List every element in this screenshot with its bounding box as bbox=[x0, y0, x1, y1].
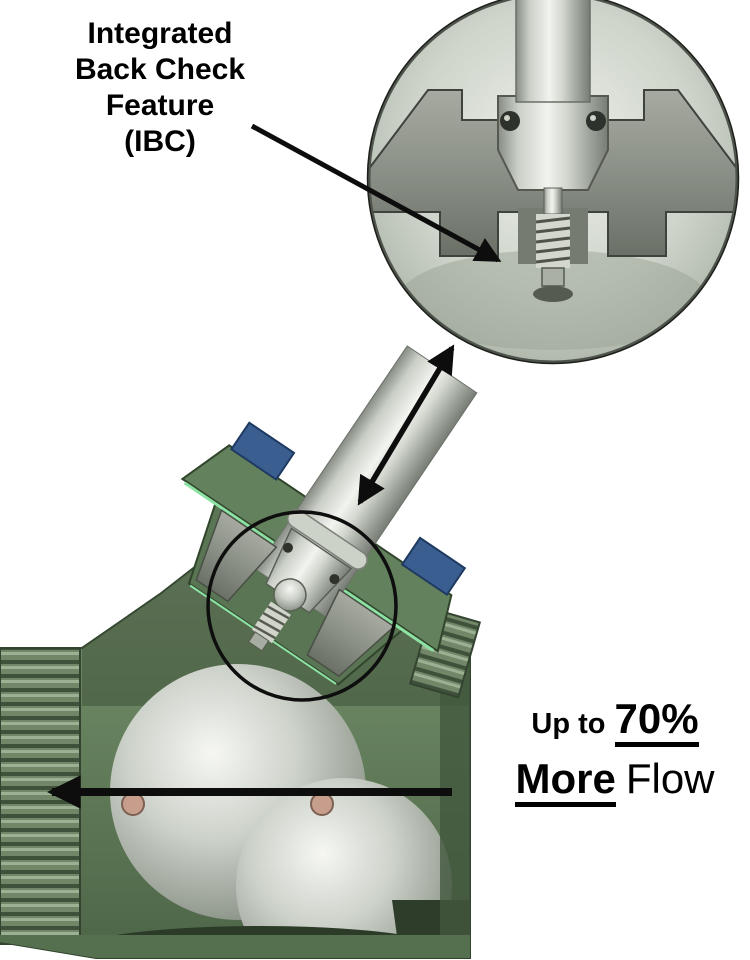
packing-seal-right bbox=[400, 536, 467, 597]
ibc-housing-left bbox=[195, 509, 278, 603]
ibc-callout-label: Integrated Back Check Feature (IBC) bbox=[46, 16, 274, 160]
inset-seat-recess bbox=[533, 286, 573, 302]
flow-percent: 70% bbox=[614, 697, 699, 747]
highlight-circle bbox=[206, 510, 398, 702]
inset-pin-right bbox=[586, 111, 606, 131]
ibc-spring bbox=[252, 601, 291, 644]
ibc-pin-left bbox=[282, 542, 293, 553]
callout-line: (IBC) bbox=[124, 125, 196, 158]
pivot-pin-left bbox=[121, 792, 145, 816]
callout-line: Back Check bbox=[74, 53, 246, 86]
flow-suffix: Flow bbox=[625, 754, 715, 802]
pivot-pin-right bbox=[310, 792, 334, 816]
ibc-spring-tip bbox=[247, 631, 270, 652]
callout-line: Integrated bbox=[87, 17, 233, 50]
link-arrow bbox=[357, 344, 455, 506]
packing-seal-left bbox=[229, 421, 296, 481]
callout-line: Feature bbox=[105, 89, 215, 122]
bottom-rim bbox=[0, 935, 470, 958]
flow-more: More bbox=[515, 757, 616, 807]
inset-collar bbox=[497, 95, 609, 191]
inset-stem bbox=[515, 0, 591, 103]
inset-rim bbox=[367, 0, 739, 364]
ibc-pin-right bbox=[329, 574, 340, 585]
callout-arrow bbox=[250, 123, 502, 263]
inset-spring-tip bbox=[541, 267, 565, 287]
inset-pin-left bbox=[500, 111, 520, 131]
flow-prefix: Up to bbox=[531, 708, 606, 740]
valve-cutaway bbox=[0, 345, 482, 959]
detail-inset bbox=[366, 0, 740, 365]
ibc-housing-right bbox=[306, 588, 396, 678]
inset-spindle bbox=[543, 187, 563, 215]
